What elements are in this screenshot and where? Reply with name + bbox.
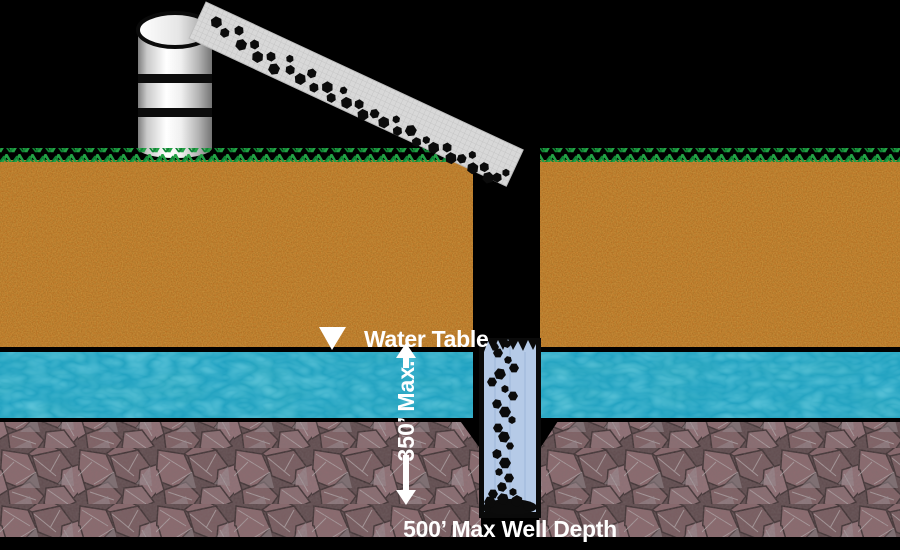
well-casing [479, 338, 541, 518]
water-table-label: Water Table [364, 326, 489, 352]
up-arrow-icon [396, 343, 416, 358]
grass-right [540, 148, 900, 162]
gravel-chute-icon [188, 1, 524, 187]
water-table-triangle-icon [319, 327, 346, 350]
annotations: Water Table 350’ Max. 500’ Max Well Dept… [319, 326, 617, 542]
max-well-depth-label: 500’ Max Well Depth [403, 516, 617, 542]
tank-band-upper [138, 74, 212, 83]
gravel-in-casing [483, 339, 537, 515]
bedrock-layer [0, 422, 900, 537]
depth-arrow [396, 343, 416, 505]
down-arrow-icon [396, 490, 416, 505]
water-layer [0, 352, 900, 418]
tank-band-lower [138, 108, 212, 117]
grass-left [0, 148, 473, 162]
max-water-depth-label: 350’ Max. [393, 360, 419, 461]
grass-surface [0, 148, 900, 162]
soil-layer [0, 160, 900, 347]
